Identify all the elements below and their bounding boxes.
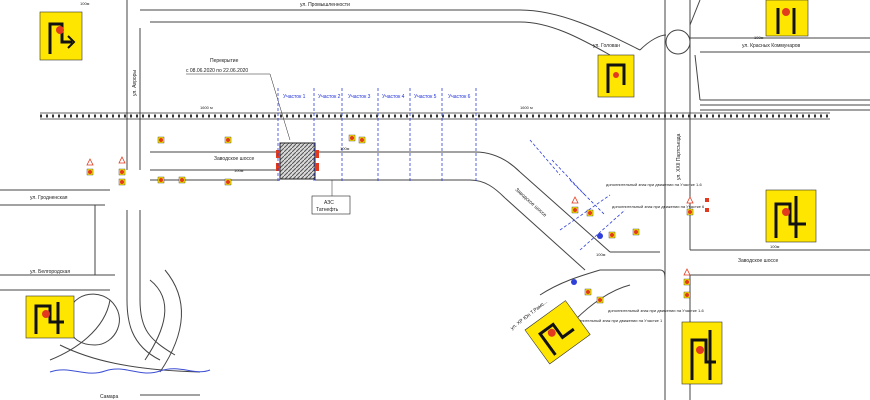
detour-sign-icon — [765, 189, 817, 243]
notes: дополнительный знак при движении на Учас… — [570, 182, 705, 323]
section-label-6: Участок 6 — [448, 94, 471, 100]
street-belgorodskaya: ул. Белгородская — [30, 269, 70, 275]
distance-labels: 100м 100м 1600 м 1600 м 100м 100м 100м 1… — [80, 0, 790, 257]
street-golovan: ул. Голован — [593, 43, 620, 49]
detour-sign-icon — [681, 321, 723, 385]
closure-line1: Перекрытие — [210, 58, 239, 64]
street-zavodskoe-left: Заводское шоссе — [214, 156, 254, 162]
azs-line2: Татнефть — [316, 207, 339, 213]
section-lines — [277, 88, 626, 251]
detour-sign-icon — [25, 295, 75, 339]
note-2: дополнительный знак при движении на Учас… — [612, 204, 705, 209]
closure-label: Перекрытие с 08.06.2020 по 22.06.2020 — [186, 58, 291, 141]
street-avrory: ул. Авроры — [132, 70, 138, 96]
closure-line2: с 08.06.2020 по 22.06.2020 — [186, 68, 248, 74]
street-zavodskoe-right: Заводское шоссе — [738, 258, 778, 264]
detour-sign-icon — [39, 11, 83, 61]
detour-sign-icon — [597, 54, 635, 98]
street-grodnenskaya: ул. Гродненская — [30, 195, 68, 201]
distance-bottom: 100м — [596, 252, 606, 257]
detour-sign-icon — [524, 300, 591, 365]
closure-zone — [276, 142, 319, 180]
bottom-text: Самара — [100, 394, 118, 400]
section-label-4: Участок 4 — [382, 94, 405, 100]
azs-line1: АЗС — [324, 200, 334, 206]
railway — [40, 112, 830, 120]
distance-1600-right: 1600 м — [520, 105, 533, 110]
street-xxii-partsezda: ул. XXII Партсъезда — [676, 133, 682, 180]
note-1: дополнительный знак при движении на Учас… — [606, 182, 703, 187]
section-labels: Участок 1 Участок 2 Участок 3 Участок 4 … — [283, 94, 471, 100]
small-signs — [86, 134, 709, 304]
distance-left-road: 100м — [234, 168, 244, 173]
distance-diag: 100м — [754, 35, 764, 40]
street-top: ул. Промышленности — [300, 2, 350, 8]
section-label-3: Участок 3 — [348, 94, 371, 100]
distance-top-left: 100м — [80, 1, 90, 6]
section-label-1: Участок 1 — [283, 94, 306, 100]
distance-mid: 100м — [340, 146, 350, 151]
distance-1600: 1600 м — [200, 105, 213, 110]
section-label-5: Участок 5 — [414, 94, 437, 100]
azs-box: АЗС Татнефть — [311, 180, 351, 215]
water — [49, 368, 211, 374]
detour-sign-icon — [765, 0, 809, 37]
note-4: дополнительный знак при движении на Учас… — [570, 318, 663, 323]
street-krasnyh-kommunarov: ул. Красных Коммунаров — [742, 43, 801, 49]
section-label-2: Участок 2 — [318, 94, 341, 100]
distance-right: 100м — [770, 244, 780, 249]
note-3: дополнительный знак при движении на Учас… — [608, 308, 705, 313]
